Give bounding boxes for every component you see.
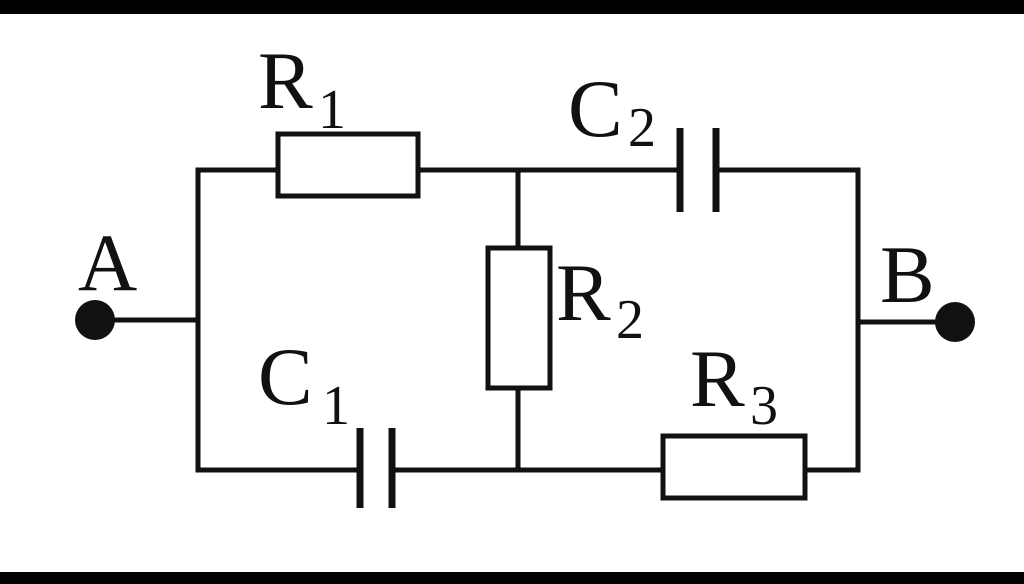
r3-label-letter: R — [690, 333, 745, 424]
resistor-r2 — [485, 245, 553, 391]
resistor-r1 — [275, 131, 421, 199]
c1-label-letter: C — [258, 331, 313, 422]
r1-label-letter: R — [258, 35, 313, 126]
r2-label-index: 2 — [616, 289, 644, 351]
r1-label-index: 1 — [318, 79, 346, 141]
r3-label-index: 3 — [750, 375, 778, 437]
c2-label-index: 2 — [628, 97, 656, 159]
terminal-a-dot — [75, 300, 115, 340]
r2-label-letter: R — [556, 247, 611, 338]
c1-label-index: 1 — [322, 375, 350, 437]
c2-label-letter: C — [568, 63, 623, 154]
terminal-b-dot — [935, 302, 975, 342]
terminal-a-label: A — [78, 217, 137, 308]
terminal-b-label: B — [880, 229, 935, 320]
resistor-r3 — [660, 433, 808, 501]
